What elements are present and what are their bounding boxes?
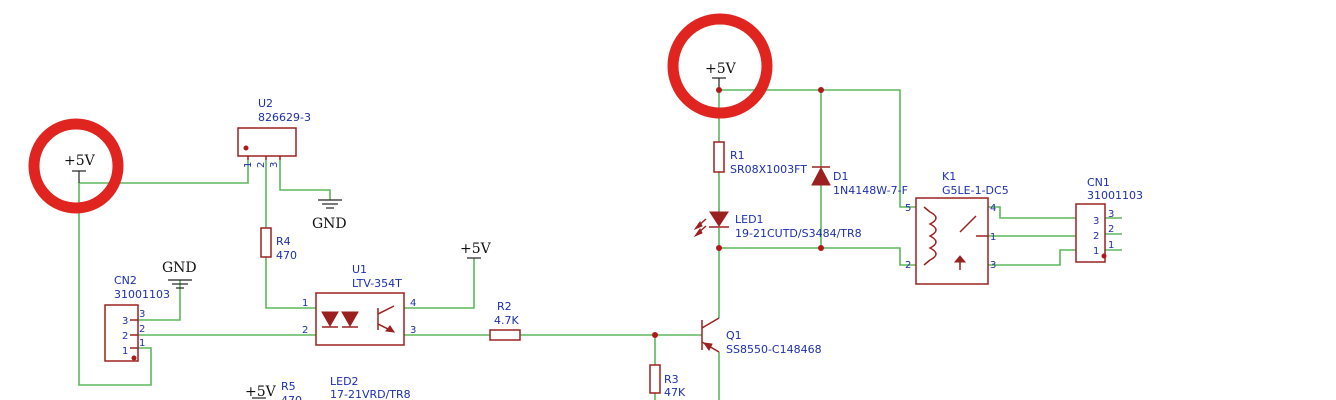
u1-component: 1 2 4 3 U1 LTV-354T — [302, 263, 416, 346]
r3-component: R3 47K — [649, 332, 686, 399]
cn2-pin1: 1 — [139, 338, 145, 349]
wires — [78, 89, 1122, 400]
cn1-pin1: 1 — [1108, 240, 1114, 251]
r5-value: 470 — [281, 394, 302, 400]
q1-component: Q1 SS8550-C148468 — [701, 317, 822, 356]
led2-value: 17-21VRD/TR8 — [330, 388, 411, 400]
highlight-circle-left — [28, 118, 124, 214]
k1-pin3: 3 — [990, 260, 996, 271]
k1-value: G5LE-1-DC5 — [942, 184, 1009, 197]
vcc-symbol-right: +5V — [705, 61, 737, 90]
cn1-value: 31001103 — [1087, 189, 1143, 202]
u1-pin2: 2 — [302, 325, 308, 336]
q1-ref: Q1 — [726, 329, 742, 342]
u1-pin3: 3 — [410, 325, 416, 336]
r2-component: R2 4.7K — [489, 300, 521, 341]
cn1-pin3-outer: 3 — [1093, 216, 1099, 227]
cn1-pin1-outer: 1 — [1093, 246, 1099, 257]
u2-ref: U2 — [258, 97, 273, 110]
k1-pin5: 5 — [905, 203, 911, 214]
r1-component: R1 SR08X1003FT — [713, 87, 807, 176]
cn1-ref: CN1 — [1087, 176, 1110, 189]
r1-value: SR08X1003FT — [730, 163, 807, 176]
gnd-symbol-cn2: GND — [162, 260, 197, 289]
vcc-symbol-mid: +5V — [460, 241, 492, 259]
cn2-component: 3 2 1 3 2 1 CN2 31001103 — [104, 274, 170, 362]
led2-component: LED2 17-21VRD/TR8 — [330, 375, 411, 400]
r2-ref: R2 — [497, 300, 512, 313]
r5-component: R5 470 — [281, 380, 302, 400]
cn1-pin3: 3 — [1108, 209, 1114, 220]
cn2-pin2: 2 — [139, 324, 145, 335]
k1-component: 5 4 1 2 3 K1 G5LE-1-DC5 — [905, 170, 1009, 285]
u2-value: 826629-3 — [258, 111, 311, 124]
r4-component: R4 470 — [260, 227, 297, 262]
led1-ref: LED1 — [735, 213, 764, 226]
led1-component: LED1 19-21CUTD/S3484/TR8 — [693, 211, 862, 251]
u2-pin2: 2 — [256, 162, 267, 168]
r3-value: 47K — [664, 386, 686, 399]
u2-component: 1 2 3 U2 826629-3 — [237, 97, 311, 168]
u1-value: LTV-354T — [352, 277, 402, 290]
u1-ref: U1 — [352, 263, 367, 276]
vcc-label-mid: +5V — [460, 241, 492, 257]
cn2-pin3-outer: 3 — [122, 316, 128, 327]
r4-value: 470 — [276, 249, 297, 262]
gnd-label-cn2: GND — [162, 260, 197, 276]
d1-ref: D1 — [833, 170, 848, 183]
cn1-pin2-outer: 2 — [1093, 231, 1099, 242]
cn2-pin1-outer: 1 — [122, 346, 128, 357]
cn2-ref: CN2 — [114, 274, 137, 287]
k1-ref: K1 — [942, 170, 956, 183]
cn2-value: 31001103 — [114, 288, 170, 301]
highlight-circle-right — [667, 13, 773, 119]
q1-value: SS8550-C148468 — [726, 343, 822, 356]
gnd-label-u2: GND — [312, 216, 347, 232]
cn1-pin2: 2 — [1108, 224, 1114, 235]
d1-value: 1N4148W-7-F — [833, 184, 908, 197]
r5-ref: R5 — [281, 380, 296, 393]
vcc-label-right: +5V — [705, 61, 737, 77]
r1-ref: R1 — [730, 149, 745, 162]
k1-pin2: 2 — [905, 260, 911, 271]
led1-value: 19-21CUTD/S3484/TR8 — [735, 227, 862, 240]
gnd-symbol-u2: GND — [312, 199, 347, 232]
vcc-symbol-bottom: +5V — [245, 384, 277, 400]
vcc-label-bottom: +5V — [245, 384, 277, 400]
vcc-label-left: +5V — [64, 153, 96, 169]
u2-pin1: 1 — [243, 162, 254, 168]
u1-pin1: 1 — [302, 298, 308, 309]
cn1-component: 3 2 1 3 2 1 CN1 31001103 — [1075, 176, 1143, 263]
r4-ref: R4 — [276, 235, 291, 248]
vcc-symbol-left: +5V — [64, 153, 96, 183]
cn2-pin2-outer: 2 — [122, 331, 128, 342]
cn2-pin3: 3 — [139, 309, 145, 320]
led2-ref: LED2 — [330, 375, 359, 388]
u2-pin3: 3 — [269, 162, 280, 168]
k1-pin1: 1 — [990, 232, 996, 243]
d1-component: D1 1N4148W-7-F — [811, 87, 908, 251]
r3-ref: R3 — [664, 373, 679, 386]
u1-pin4: 4 — [410, 298, 416, 309]
r2-value: 4.7K — [494, 314, 519, 327]
k1-pin4: 4 — [990, 203, 996, 214]
